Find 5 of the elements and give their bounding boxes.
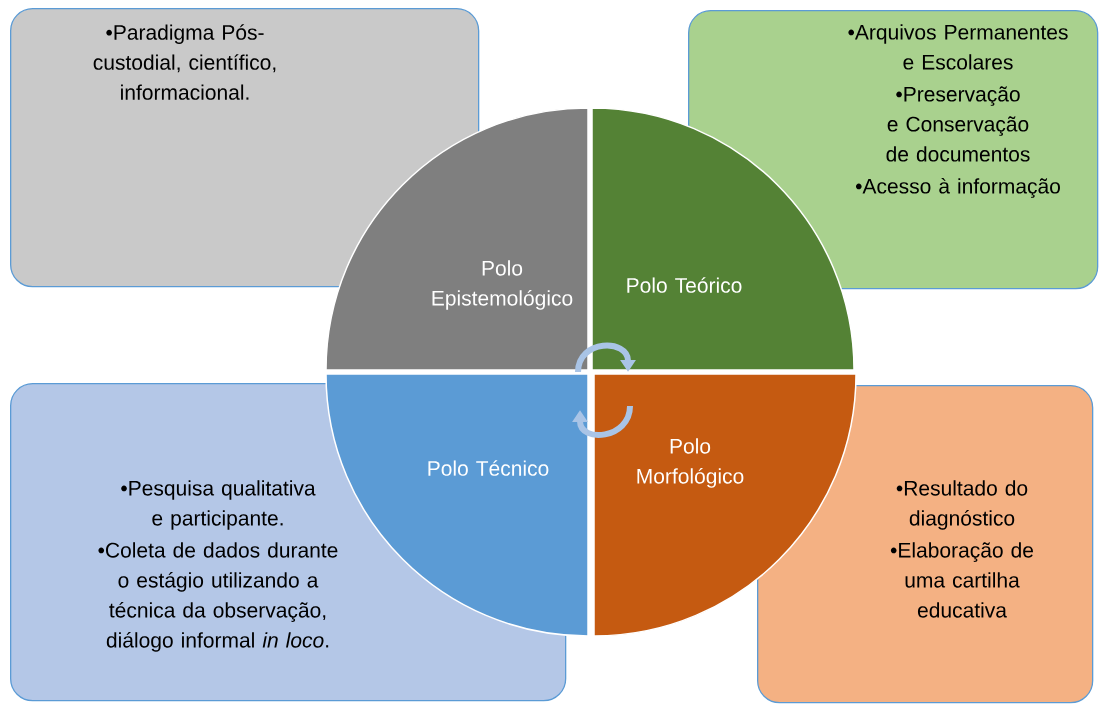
quadrant-sector: Polo Epistemológico (325, 107, 589, 371)
quadrant-sector: Polo Teórico (591, 107, 855, 371)
quadrant-sector: Polo Morfológico (593, 373, 857, 637)
text-box: •Paradigma Pós-custodial, científico, informacional. (10, 8, 480, 288)
cycle-arrow (575, 342, 636, 373)
